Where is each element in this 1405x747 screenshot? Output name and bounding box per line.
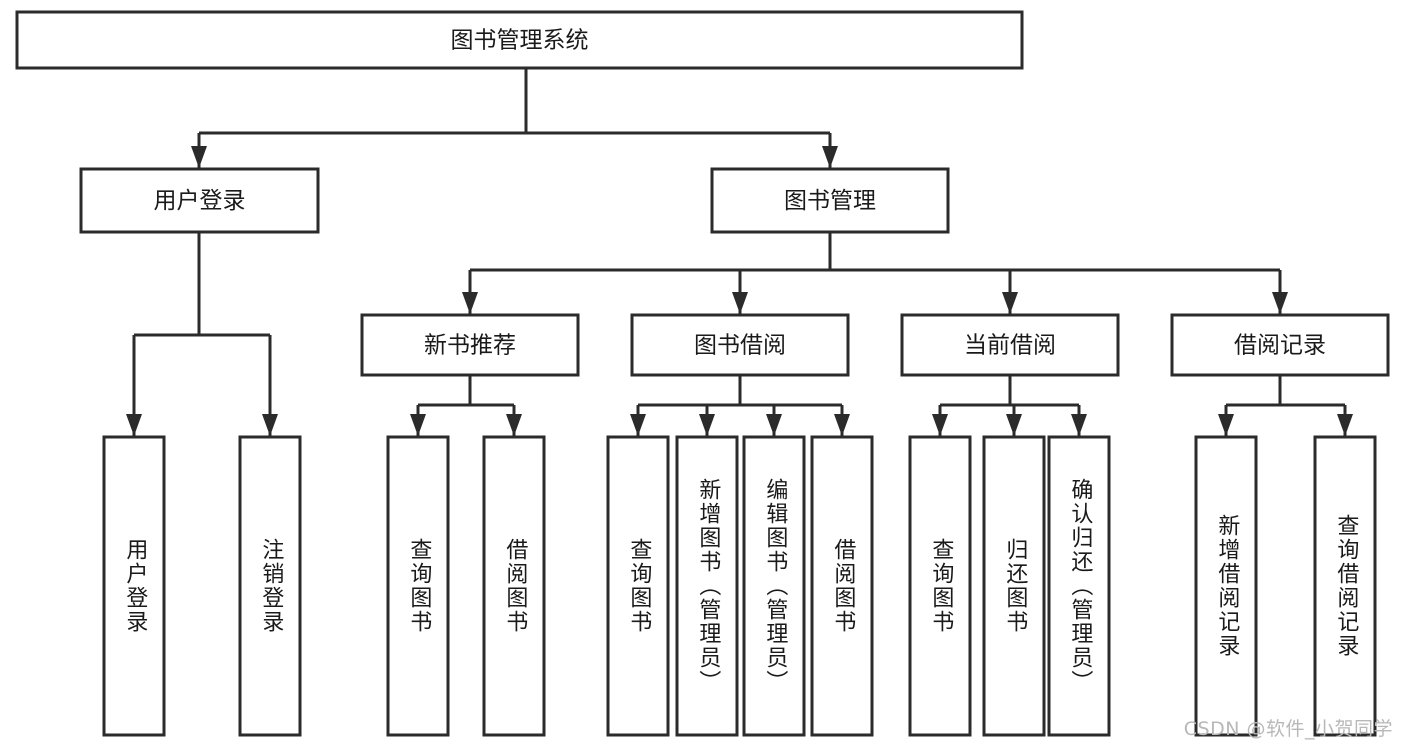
arrow-head-icon — [822, 146, 838, 168]
node-box-leaf-1[interactable] — [238, 435, 302, 737]
node-box-level2-1[interactable] — [710, 167, 950, 234]
node-boxes — [15, 10, 1390, 737]
node-label-level3-3: 借阅记录 — [1234, 333, 1326, 359]
node-box-leaf-12[interactable] — [1313, 435, 1377, 737]
arrow-head-icon — [932, 414, 948, 436]
node-box-level3-1[interactable] — [630, 313, 850, 377]
arrow-head-icon — [1218, 414, 1234, 436]
arrow-head-icon — [191, 146, 207, 168]
node-box-leaf-9[interactable] — [982, 435, 1046, 737]
node-label-level3-0: 新书推荐 — [424, 333, 516, 359]
arrow-head-icon — [834, 414, 850, 436]
arrow-head-icon — [630, 414, 646, 436]
arrow-head-icon — [506, 414, 522, 436]
arrow-head-icon — [1006, 414, 1022, 436]
node-label-level3-1: 图书借阅 — [694, 333, 786, 359]
node-box-leaf-11[interactable] — [1194, 435, 1258, 737]
node-box-level3-2[interactable] — [900, 313, 1120, 377]
arrow-head-icon — [462, 292, 478, 314]
node-box-leaf-0[interactable] — [102, 435, 166, 737]
node-box-leaf-10[interactable] — [1047, 435, 1111, 737]
connector-lines — [126, 68, 1353, 436]
arrow-head-icon — [410, 414, 426, 436]
arrow-head-icon — [699, 414, 715, 436]
node-box-root[interactable] — [15, 10, 1024, 70]
node-box-leaf-2[interactable] — [386, 435, 450, 737]
node-label-level2-1: 图书管理 — [784, 188, 876, 214]
node-box-leaf-5[interactable] — [675, 435, 739, 737]
node-box-level3-3[interactable] — [1170, 313, 1390, 377]
node-box-leaf-3[interactable] — [482, 435, 546, 737]
node-label-level2-0: 用户登录 — [154, 188, 246, 214]
node-label-level3-2: 当前借阅 — [964, 333, 1056, 359]
arrow-head-icon — [1272, 292, 1288, 314]
node-box-leaf-4[interactable] — [606, 435, 670, 737]
node-box-level3-0[interactable] — [360, 313, 580, 377]
node-box-level2-0[interactable] — [79, 167, 320, 234]
node-box-leaf-6[interactable] — [742, 435, 806, 737]
arrow-head-icon — [1337, 414, 1353, 436]
arrow-head-icon — [1002, 292, 1018, 314]
arrow-head-icon — [262, 414, 278, 436]
arrow-head-icon — [1071, 414, 1087, 436]
arrow-head-icon — [766, 414, 782, 436]
node-box-leaf-7[interactable] — [810, 435, 874, 737]
node-box-leaf-8[interactable] — [908, 435, 972, 737]
arrow-head-icon — [732, 292, 748, 314]
watermark-text: CSDN @软件_小贺同学 — [1183, 718, 1393, 740]
arrow-head-icon — [126, 414, 142, 436]
node-label-root: 图书管理系统 — [451, 28, 589, 54]
